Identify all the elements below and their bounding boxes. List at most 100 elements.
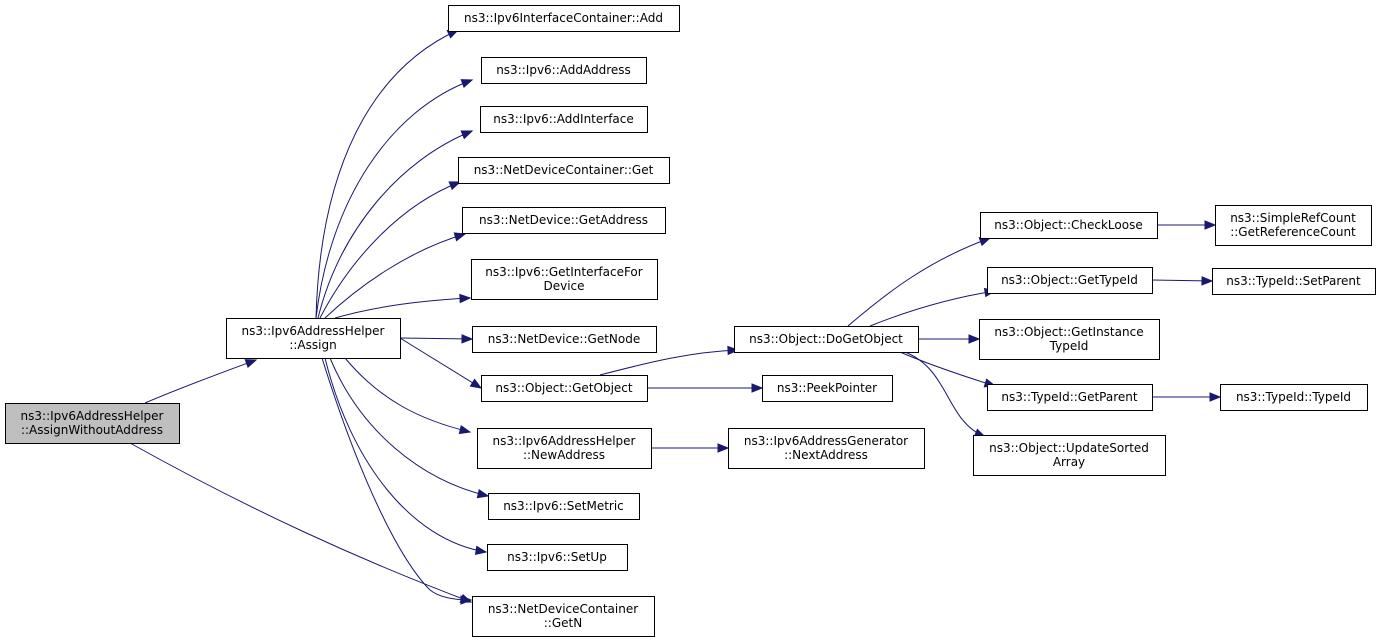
node-label: ns3::Object::DoGetObject bbox=[749, 332, 903, 346]
node-box bbox=[472, 596, 655, 637]
node-object-get-type-id[interactable]: ns3::Object::GetTypeId bbox=[987, 267, 1153, 294]
node-label: ns3::Ipv6AddressHelper bbox=[242, 324, 385, 338]
node-peek-pointer[interactable]: ns3::PeekPointer bbox=[762, 375, 893, 402]
node-box bbox=[980, 212, 1158, 239]
node-assign-without-address[interactable]: ns3::Ipv6AddressHelper::AssignWithoutAdd… bbox=[5, 403, 180, 444]
node-label: ns3::Object::GetObject bbox=[495, 381, 633, 395]
node-ipv6-set-up[interactable]: ns3::Ipv6::SetUp bbox=[487, 544, 628, 571]
node-label: ns3::Object::GetInstance bbox=[994, 325, 1143, 339]
node-box bbox=[5, 403, 180, 444]
node-box bbox=[480, 106, 648, 133]
node-label: ns3::TypeId::TypeId bbox=[1236, 390, 1351, 404]
edge-assign-to-ipv6_interface_container_add bbox=[315, 29, 460, 319]
node-box bbox=[1220, 384, 1368, 411]
node-net-device-get-node[interactable]: ns3::NetDevice::GetNode bbox=[472, 326, 657, 353]
node-label: TypeId bbox=[1049, 339, 1089, 353]
node-label: ns3::NetDeviceContainer bbox=[488, 602, 638, 616]
node-label: ::GetN bbox=[544, 616, 582, 630]
edge-object_check_loose-to-simple_ref_count_get_reference_count bbox=[1157, 220, 1217, 230]
edge-assign-to-ipv6_set_up bbox=[324, 357, 488, 556]
node-label: ns3::PeekPointer bbox=[777, 381, 877, 395]
node-label: ::AssignWithoutAddress bbox=[21, 423, 163, 437]
edge-assign-to-net_device_container_get_n bbox=[321, 357, 473, 605]
edge-object_get_object-to-peek_pointer bbox=[647, 383, 764, 393]
node-type-id-set-parent[interactable]: ns3::TypeId::SetParent bbox=[1212, 268, 1376, 295]
node-type-id-get-parent[interactable]: ns3::TypeId::GetParent bbox=[987, 384, 1153, 411]
edge-object_get_object-to-object_do_get_object bbox=[599, 345, 740, 376]
edge-assign-to-ipv6_address_helper_new_address bbox=[344, 357, 472, 435]
node-label: ns3::NetDevice::GetNode bbox=[488, 332, 640, 346]
node-label: ::NewAddress bbox=[523, 448, 605, 462]
node-net-device-container-get-n[interactable]: ns3::NetDeviceContainer::GetN bbox=[472, 596, 655, 637]
edge-assign-to-ipv6_get_interface_for_device bbox=[334, 293, 472, 319]
node-label: ns3::Ipv6AddressHelper bbox=[21, 409, 164, 423]
node-label: ::NextAddress bbox=[784, 448, 868, 462]
node-label: ns3::Object::CheckLoose bbox=[994, 218, 1142, 232]
node-label: ns3::Ipv6::SetUp bbox=[507, 550, 607, 564]
node-label: ns3::Ipv6AddressHelper bbox=[493, 434, 636, 448]
edge-object_do_get_object-to-object_get_instance_type_id bbox=[918, 334, 981, 344]
edge-object_do_get_object-to-object_get_type_id bbox=[869, 287, 997, 327]
edge-assign-to-net_device_get_node bbox=[399, 334, 474, 344]
node-label: ns3::SimpleRefCount bbox=[1230, 211, 1356, 225]
node-box bbox=[973, 435, 1166, 476]
node-label: ::Assign bbox=[289, 338, 336, 352]
edges-layer bbox=[129, 29, 1222, 605]
node-label: ns3::Ipv6::AddAddress bbox=[496, 63, 631, 77]
node-label: ns3::TypeId::GetParent bbox=[1001, 390, 1137, 404]
node-object-get-object[interactable]: ns3::Object::GetObject bbox=[481, 375, 648, 402]
node-ipv6-interface-container-add[interactable]: ns3::Ipv6InterfaceContainer::Add bbox=[448, 5, 680, 32]
edge-assign-to-ipv6_add_address bbox=[315, 79, 474, 319]
node-label: ns3::Ipv6::SetMetric bbox=[503, 499, 624, 513]
node-box bbox=[488, 493, 640, 520]
node-ipv6-add-interface[interactable]: ns3::Ipv6::AddInterface bbox=[480, 106, 648, 133]
edge-type_id_get_parent-to-type_id_type_id bbox=[1152, 392, 1222, 402]
edge-assign-to-net_device_get_address bbox=[324, 232, 467, 319]
node-ipv6-address-generator-next-address[interactable]: ns3::Ipv6AddressGenerator::NextAddress bbox=[728, 428, 925, 469]
node-label: ns3::TypeId::SetParent bbox=[1226, 274, 1361, 288]
node-object-do-get-object[interactable]: ns3::Object::DoGetObject bbox=[734, 326, 919, 353]
node-box bbox=[987, 384, 1153, 411]
node-box bbox=[458, 157, 670, 184]
node-assign[interactable]: ns3::Ipv6AddressHelper::Assign bbox=[226, 318, 401, 359]
node-box bbox=[987, 267, 1153, 294]
node-box bbox=[448, 5, 680, 32]
node-net-device-get-address[interactable]: ns3::NetDevice::GetAddress bbox=[462, 207, 666, 234]
node-box bbox=[728, 428, 925, 469]
node-label: Array bbox=[1053, 455, 1085, 469]
node-label: ns3::Ipv6::GetInterfaceFor bbox=[485, 265, 642, 279]
edge-object_get_type_id-to-type_id_set_parent bbox=[1151, 276, 1214, 286]
node-object-check-loose[interactable]: ns3::Object::CheckLoose bbox=[980, 212, 1158, 239]
node-label: Device bbox=[543, 279, 584, 293]
node-label: ::GetReferenceCount bbox=[1230, 225, 1356, 239]
node-box bbox=[1215, 205, 1372, 246]
nodes-layer: ns3::Ipv6AddressHelper::AssignWithoutAdd… bbox=[5, 5, 1376, 637]
edge-object_do_get_object-to-object_update_sorted_array bbox=[904, 351, 987, 438]
edge-assign-to-object_get_object bbox=[399, 337, 483, 389]
node-ipv6-add-address[interactable]: ns3::Ipv6::AddAddress bbox=[481, 57, 647, 84]
edge-ipv6_address_helper_new_address-to-ipv6_address_generator_next_address bbox=[651, 443, 730, 453]
node-net-device-container-get[interactable]: ns3::NetDeviceContainer::Get bbox=[458, 157, 670, 184]
edge-assign-to-net_device_container_get bbox=[319, 181, 462, 319]
node-box bbox=[734, 326, 919, 353]
node-type-id-type-id[interactable]: ns3::TypeId::TypeId bbox=[1220, 384, 1368, 411]
node-label: ns3::Ipv6AddressGenerator bbox=[744, 434, 908, 448]
node-label: ns3::Object::GetTypeId bbox=[1001, 273, 1138, 287]
edge-object_do_get_object-to-object_check_loose bbox=[847, 237, 992, 327]
node-box bbox=[472, 326, 657, 353]
node-ipv6-set-metric[interactable]: ns3::Ipv6::SetMetric bbox=[488, 493, 640, 520]
node-box bbox=[462, 207, 666, 234]
node-label: ns3::Ipv6InterfaceContainer::Add bbox=[464, 11, 663, 25]
node-box bbox=[762, 375, 893, 402]
node-box bbox=[226, 318, 401, 359]
node-simple-ref-count-get-reference-count[interactable]: ns3::SimpleRefCount::GetReferenceCount bbox=[1215, 205, 1372, 246]
node-ipv6-address-helper-new-address[interactable]: ns3::Ipv6AddressHelper::NewAddress bbox=[477, 428, 652, 469]
edge-assign-to-ipv6_set_metric bbox=[329, 357, 490, 499]
edge-assign_without_address-to-assign bbox=[144, 359, 258, 404]
node-box bbox=[477, 428, 652, 469]
node-box bbox=[487, 544, 628, 571]
